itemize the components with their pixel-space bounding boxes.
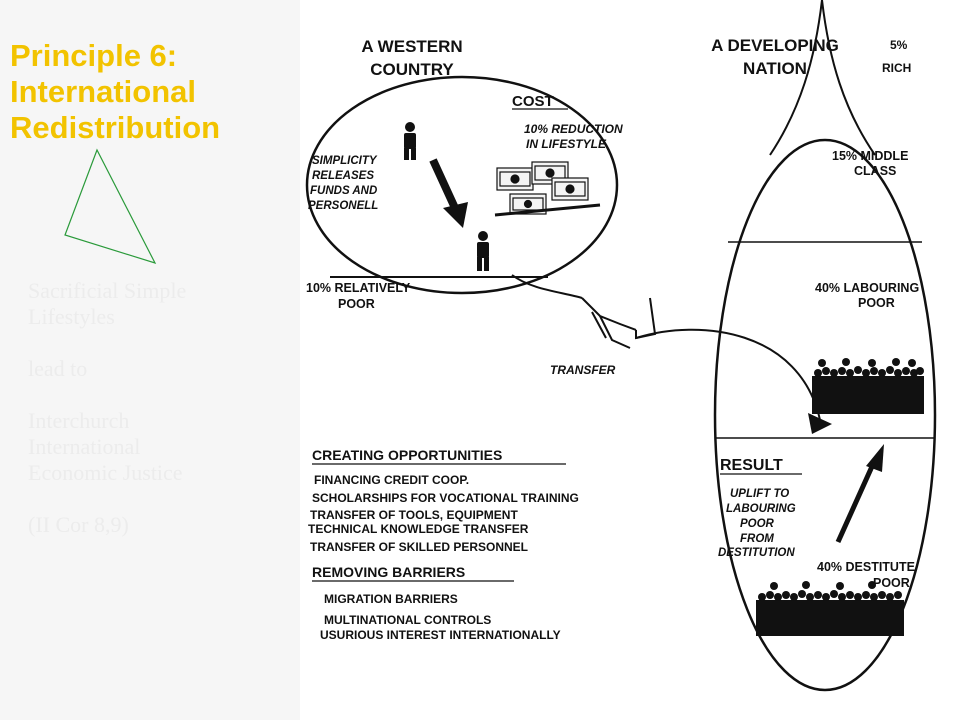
simplicity-line-1: SIMPLICITY	[312, 155, 378, 167]
rich-line-1: 5%	[890, 38, 908, 52]
handshake-icon	[511, 274, 821, 421]
barrier-item: MULTINATIONAL CONTROLS	[324, 613, 491, 627]
bullet-line: Sacrificial Simple	[28, 278, 187, 303]
barrier-item: MIGRATION BARRIERS	[324, 592, 458, 606]
destitute-line-2: POOR	[873, 576, 910, 590]
western-title-line-2: COUNTRY	[370, 60, 454, 79]
bullet-line: lead to	[28, 356, 88, 381]
middle-class-line-1: 15% MIDDLE	[832, 149, 908, 163]
money-stacks-icon	[494, 161, 601, 217]
bullet-line: Lifestyles	[28, 304, 115, 329]
uplift-line-4: FROM	[740, 533, 774, 545]
redistribution-diagram: A WESTERN COUNTRY COST 10% REDUCTION IN …	[305, 0, 937, 692]
relatively-poor-line-1: 10% RELATIVELY	[306, 281, 411, 295]
uplift-arrow	[835, 444, 884, 544]
developing-title-line-2: NATION	[743, 59, 807, 78]
bullet-gap	[28, 382, 298, 408]
triangle-outline	[64, 148, 157, 264]
western-country-circle	[305, 75, 619, 295]
barrier-item: USURIOUS INTEREST INTERNATIONALLY	[320, 628, 561, 642]
simplicity-line-3: FUNDS AND	[310, 185, 377, 197]
cost-line-2: IN LIFESTYLE	[526, 137, 607, 151]
uplift-line-1: UPLIFT TO	[730, 488, 789, 500]
rich-line-2: RICH	[882, 61, 911, 75]
bullet-line: International	[28, 434, 141, 459]
opportunities-heading: CREATING OPPORTUNITIES	[312, 447, 502, 463]
simplicity-line-2: RELEASES	[312, 170, 374, 182]
destitute-crowd-icon	[756, 581, 904, 636]
bullet-gap	[28, 486, 298, 512]
western-title-line-1: A WESTERN	[361, 37, 462, 56]
uplift-line-2: LABOURING	[726, 503, 796, 515]
opportunity-item: TRANSFER OF TOOLS, EQUIPMENT	[310, 508, 518, 522]
simplicity-line-4: PERSONELL	[308, 200, 378, 212]
title-line-3: Redistribution	[10, 110, 221, 145]
developing-nation-ellipse	[713, 138, 937, 692]
transfer-label: TRANSFER	[550, 363, 616, 377]
destitute-line-1: 40% DESTITUTE	[817, 560, 915, 574]
opportunity-item: FINANCING CREDIT COOP.	[314, 473, 469, 487]
down-arrow	[429, 158, 468, 228]
labouring-crowd-icon	[812, 358, 924, 414]
bullet-text: Sacrificial Simple Lifestyles lead to In…	[28, 278, 298, 538]
middle-class-line-2: CLASS	[854, 164, 896, 178]
labouring-line-1: 40% LABOURING	[815, 281, 919, 295]
transfer-arrowhead	[808, 413, 832, 434]
cost-heading: COST	[512, 93, 554, 110]
opportunity-item: TRANSFER OF SKILLED PERSONNEL	[310, 540, 528, 554]
developing-title-line-1: A DEVELOPING	[711, 36, 839, 55]
barriers-heading: REMOVING BARRIERS	[312, 564, 465, 580]
opportunity-item: SCHOLARSHIPS FOR VOCATIONAL TRAINING	[312, 491, 579, 505]
uplift-line-3: POOR	[740, 518, 775, 530]
uplift-line-5: DESTITUTION	[718, 547, 795, 559]
labouring-line-2: POOR	[858, 296, 895, 310]
relatively-poor-line-2: POOR	[338, 297, 375, 311]
person-figure-bottom	[477, 231, 489, 271]
person-figure-top	[404, 122, 416, 160]
bullet-gap	[28, 330, 298, 356]
result-heading: RESULT	[720, 457, 783, 474]
cost-line-1: 10% REDUCTION	[524, 122, 623, 136]
opportunity-item: TECHNICAL KNOWLEDGE TRANSFER	[308, 522, 529, 536]
title-line-2: International	[10, 74, 197, 109]
bullet-line: (II Cor 8,9)	[28, 512, 129, 537]
slide-title: Principle 6: International Redistributio…	[10, 38, 300, 146]
left-panel: Principle 6: International Redistributio…	[0, 0, 300, 720]
title-line-1: Principle 6:	[10, 38, 178, 73]
bullet-line: Interchurch	[28, 408, 130, 433]
bullet-line: Economic Justice	[28, 460, 183, 485]
developing-nation-top-spike	[769, 0, 876, 156]
